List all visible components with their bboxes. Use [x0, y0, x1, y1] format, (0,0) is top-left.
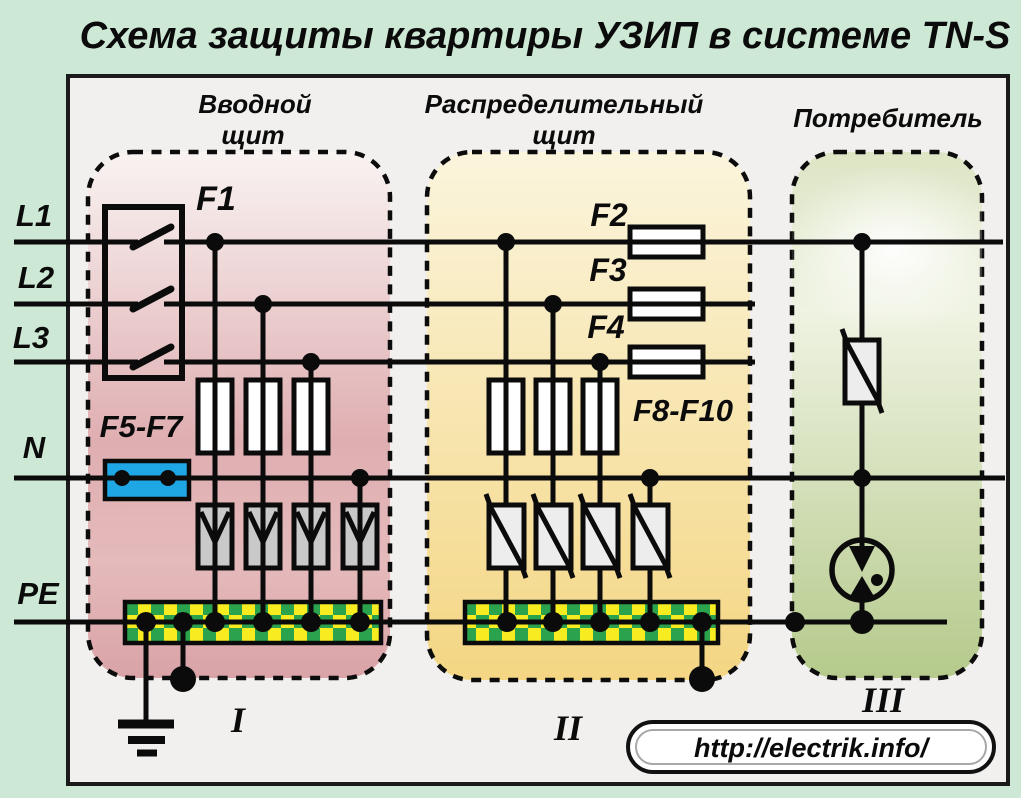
numeral-distribution: II	[553, 708, 584, 748]
intro-board-label-line1: Вводной	[198, 89, 311, 119]
consumer-highlight	[792, 165, 982, 335]
phase-label-l1: L1	[16, 198, 52, 233]
spark-gap-electrodes	[198, 510, 377, 544]
gas-discharge-tube-icon	[829, 537, 895, 603]
switch-blade-l1	[129, 223, 175, 251]
neutral-label: N	[23, 430, 46, 465]
junction-dots	[114, 233, 874, 692]
terminal-dot-intro	[170, 666, 196, 692]
section-headers: Вводной щит Распределительный щит Потреб…	[198, 89, 982, 150]
label-f8-f10: F8-F10	[633, 393, 733, 428]
intro-board-label-line2: щит	[221, 120, 284, 150]
site-url-text[interactable]: http://electrik.info/	[694, 733, 931, 763]
device-labels: F1 F2 F3 F4 F5-F7 F8-F10	[100, 180, 733, 444]
conductor-labels: L1 L2 L3 N PE	[13, 198, 60, 611]
site-url-badge[interactable]: http://electrik.info/	[626, 720, 996, 774]
pe-label: PE	[17, 576, 60, 611]
consumer-label: Потребитель	[793, 103, 983, 133]
distribution-board-label-line1: Распределительный	[425, 89, 704, 119]
label-f3: F3	[589, 252, 627, 288]
breaker-f1	[102, 204, 185, 381]
ground-icon	[118, 719, 174, 757]
switch-blade-l3	[129, 343, 175, 371]
label-f1: F1	[196, 180, 236, 218]
distribution-board-label-line2: щит	[532, 120, 595, 150]
phase-label-l2: L2	[18, 260, 54, 295]
label-f4: F4	[587, 309, 625, 345]
label-f2: F2	[590, 197, 628, 233]
label-f5-f7: F5-F7	[100, 409, 184, 444]
numeral-intro: I	[230, 700, 247, 740]
zone-numerals: I II III	[230, 680, 906, 748]
terminal-dot-distribution	[689, 666, 715, 692]
varistor-consumer	[839, 328, 885, 414]
phase-label-l3: L3	[13, 320, 49, 355]
varistors-distribution	[483, 493, 673, 579]
numeral-consumer: III	[861, 680, 906, 720]
switch-blade-l2	[129, 285, 175, 313]
diagram-title: Схема защиты квартиры УЗИП в системе TN-…	[80, 15, 1011, 57]
